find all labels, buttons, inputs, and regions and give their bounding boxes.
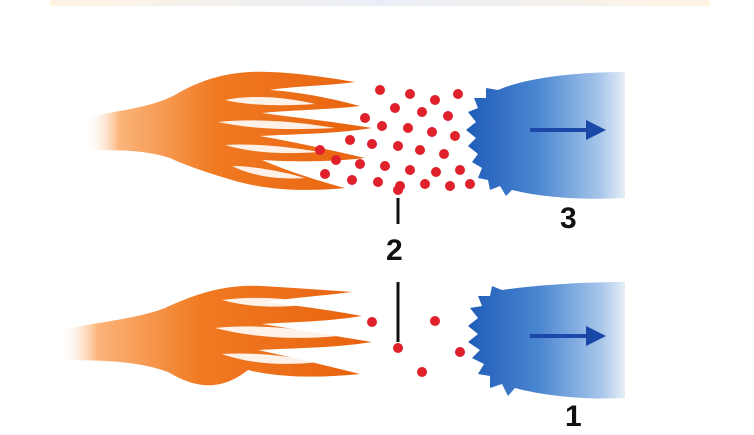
top-water-droplet bbox=[466, 72, 625, 199]
label-1: 1 bbox=[565, 402, 582, 432]
top-band bbox=[50, 0, 710, 6]
bottom-particles bbox=[367, 316, 465, 377]
bottom-flame bbox=[60, 286, 372, 386]
bottom-water-droplet bbox=[468, 282, 625, 399]
label-3: 3 bbox=[560, 204, 577, 234]
label-2: 2 bbox=[386, 236, 403, 266]
